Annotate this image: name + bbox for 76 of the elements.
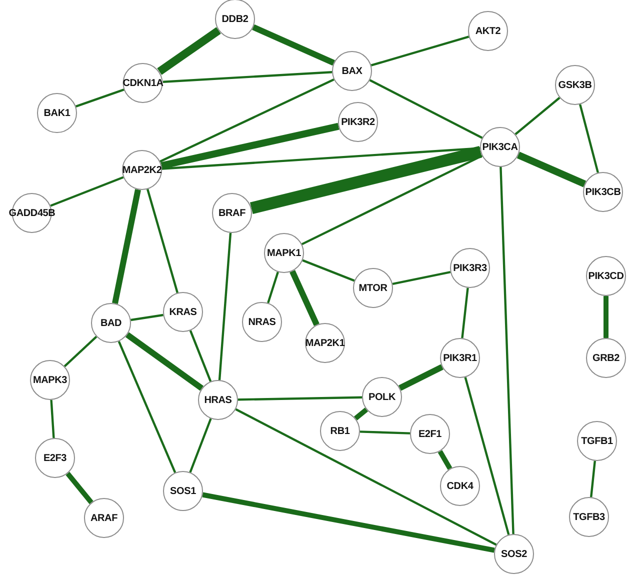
gene-node: CDK4 xyxy=(440,466,480,506)
connector-line xyxy=(590,460,596,498)
connector-line xyxy=(218,232,232,380)
gene-node: CDKN1A xyxy=(122,63,164,103)
connector-line xyxy=(252,24,335,66)
gene-node: BAD xyxy=(91,303,131,343)
connector-line xyxy=(302,259,355,282)
gene-node: RB1 xyxy=(320,411,360,451)
gene-node: MAP2K1 xyxy=(305,323,345,363)
gene-node: TGFB3 xyxy=(569,497,609,537)
gene-node: PIK3CD xyxy=(586,256,626,296)
gene-node: GSK3B xyxy=(555,65,595,105)
connector-line xyxy=(250,146,482,214)
gene-node: POLK xyxy=(362,377,402,417)
gene-node: BRAF xyxy=(212,193,252,233)
connector-line xyxy=(189,418,212,473)
gene-node: BAK1 xyxy=(37,93,77,133)
gene-node: KRAS xyxy=(163,292,203,332)
connector-line xyxy=(125,332,204,391)
connector-line xyxy=(398,364,444,391)
gene-node: HRAS xyxy=(198,380,238,420)
gene-node: E2F1 xyxy=(410,414,450,454)
connector-line xyxy=(354,408,368,420)
gene-node: GRB2 xyxy=(586,338,626,378)
connector-line xyxy=(301,154,483,246)
connector-line xyxy=(112,189,141,304)
gene-node: SOS1 xyxy=(163,471,203,511)
gene-node: MAP2K2 xyxy=(122,150,162,190)
gene-node: PIK3CB xyxy=(583,172,623,212)
connector-line xyxy=(189,330,212,382)
gene-node: MAPK3 xyxy=(30,360,70,400)
connector-line xyxy=(579,104,599,173)
gene-node: PIK3CA xyxy=(480,127,520,167)
connector-line xyxy=(438,450,452,470)
connector-line xyxy=(66,472,94,504)
gene-node: MTOR xyxy=(353,268,393,308)
connector-line xyxy=(50,400,55,438)
connector-line xyxy=(162,71,332,83)
connector-line xyxy=(464,376,510,536)
gene-node: E2F3 xyxy=(35,438,75,478)
connector-line xyxy=(516,152,586,188)
connector-line xyxy=(238,396,362,401)
connector-line xyxy=(76,88,124,108)
connector-line xyxy=(461,288,469,338)
connector-line xyxy=(369,79,483,139)
connector-line xyxy=(64,336,98,368)
connector-line xyxy=(360,430,410,434)
gene-node: PIK3R2 xyxy=(338,102,378,142)
connector-line xyxy=(514,96,560,136)
gene-node: NRAS xyxy=(242,302,282,342)
connector-line xyxy=(235,408,497,546)
connector-line xyxy=(162,147,480,170)
gene-node: ARAF xyxy=(84,498,124,538)
connector-line xyxy=(50,176,124,207)
connector-line xyxy=(290,270,320,326)
connector-line xyxy=(160,122,340,170)
connector-line xyxy=(157,27,221,75)
connector-line xyxy=(392,270,451,286)
gene-node: SOS2 xyxy=(494,534,534,574)
connector-line xyxy=(370,36,470,66)
connector-line xyxy=(267,272,279,304)
gene-node: PIK3R3 xyxy=(450,248,490,288)
connector-line xyxy=(160,78,334,162)
connector-line xyxy=(604,296,608,338)
connector-line xyxy=(118,340,176,474)
gene-node: PIK3R1 xyxy=(440,338,480,378)
gene-node: AKT2 xyxy=(468,11,508,51)
connector-line xyxy=(500,166,514,534)
gene-node: MAPK1 xyxy=(264,233,304,273)
connector-line xyxy=(146,188,178,294)
gene-node: TGFB1 xyxy=(577,421,617,461)
connector-line xyxy=(130,314,164,322)
gene-node: DDB2 xyxy=(215,0,255,39)
gene-node: BAX xyxy=(332,51,372,91)
gene-node: GADD45B xyxy=(8,193,56,233)
connector-line xyxy=(202,492,495,553)
